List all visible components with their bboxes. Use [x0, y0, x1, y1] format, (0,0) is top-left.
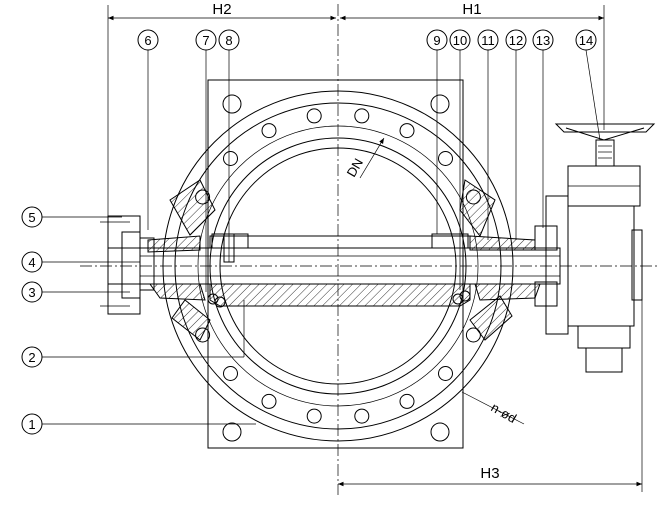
svg-text:1: 1 — [28, 417, 35, 432]
square-flange-plate — [207, 79, 464, 449]
svg-text:5: 5 — [28, 210, 35, 225]
valve-body-circles — [162, 90, 514, 442]
lower-seat — [149, 283, 541, 341]
upper-bushing — [147, 179, 536, 253]
gearbox — [545, 139, 643, 373]
callout-13: 13 — [532, 29, 554, 228]
callout-14: 14 — [575, 29, 601, 141]
svg-text:3: 3 — [28, 285, 35, 300]
callout-7: 7 — [195, 29, 217, 292]
callout-4: 4 — [21, 251, 140, 273]
callout-8: 8 — [218, 29, 240, 234]
dimension-h1: H1 — [340, 1, 605, 130]
svg-text:13: 13 — [536, 33, 550, 48]
svg-text:8: 8 — [225, 33, 232, 48]
svg-text:11: 11 — [481, 33, 495, 48]
plate-holes — [222, 94, 450, 442]
svg-text:14: 14 — [579, 33, 593, 48]
svg-text:9: 9 — [433, 33, 440, 48]
svg-text:10: 10 — [453, 33, 467, 48]
svg-text:6: 6 — [144, 33, 151, 48]
callout-3: 3 — [21, 281, 130, 303]
h2-label: H2 — [212, 1, 231, 18]
h3-label: H3 — [480, 465, 499, 482]
bolt-hole — [306, 408, 322, 424]
h1-label: H1 — [462, 1, 481, 18]
holes-label: n-ød — [489, 400, 520, 426]
holes-indicator: n-ød — [461, 391, 525, 426]
valve-disc — [209, 233, 471, 307]
callout-6: 6 — [137, 29, 159, 230]
callout-10: 10 — [449, 29, 471, 290]
callout-balloons: 5 4 3 2 1 6 — [21, 29, 601, 435]
bolt-hole — [223, 366, 238, 381]
bolt-hole — [223, 151, 238, 166]
bolt-hole — [354, 108, 370, 124]
bolt-hole — [465, 327, 481, 343]
bolt-holes — [195, 108, 481, 424]
bolt-hole — [399, 123, 415, 139]
callout-5: 5 — [21, 206, 122, 228]
dn-label: DN — [344, 156, 366, 180]
svg-text:2: 2 — [28, 350, 35, 365]
bolt-hole — [399, 393, 415, 409]
bolt-hole — [306, 108, 322, 124]
bolt-hole — [438, 366, 453, 381]
svg-text:4: 4 — [28, 255, 35, 270]
left-end-cap — [100, 215, 155, 315]
dimension-h2: H2 — [107, 1, 336, 220]
bolt-hole — [261, 123, 277, 139]
callout-11: 11 — [477, 29, 499, 240]
callout-12: 12 — [505, 29, 527, 240]
handwheel — [554, 123, 656, 141]
callout-2: 2 — [21, 300, 245, 368]
callout-9: 9 — [426, 29, 448, 234]
dimension-h3: H3 — [338, 240, 643, 492]
svg-text:7: 7 — [202, 33, 209, 48]
bolt-hole — [354, 408, 370, 424]
callout-1: 1 — [21, 413, 256, 435]
bolt-hole — [261, 393, 277, 409]
svg-text:12: 12 — [509, 33, 523, 48]
bolt-hole — [438, 151, 453, 166]
